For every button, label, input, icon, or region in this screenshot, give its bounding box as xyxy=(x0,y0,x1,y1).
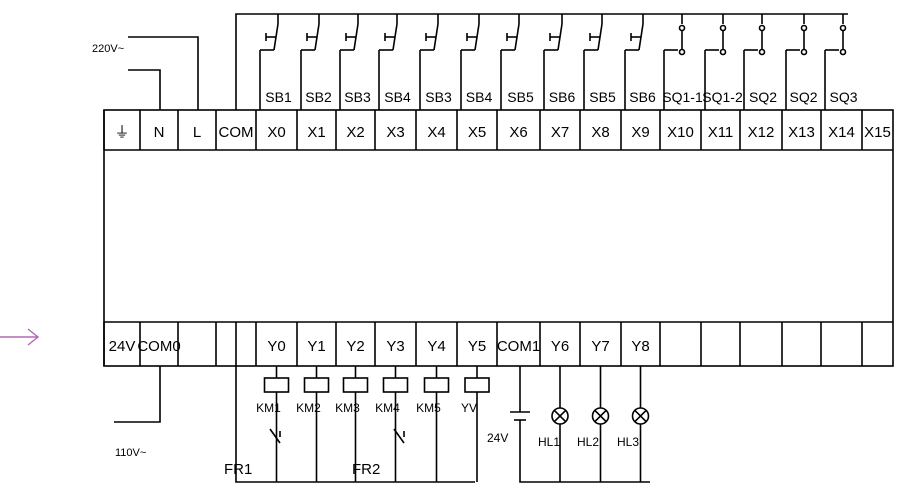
terminal-bottom-6: Y2 xyxy=(346,338,364,355)
lamp-2 xyxy=(631,366,650,482)
input-device-label-13: SQ2 xyxy=(789,89,817,105)
terminal-bottom-8: Y4 xyxy=(427,338,445,355)
terminal-top-11: X7 xyxy=(551,124,569,141)
input-switch-11: SQ1-2 xyxy=(702,14,743,110)
terminal-top-7: X3 xyxy=(386,124,404,141)
input-switch-4: SB3 xyxy=(419,14,452,110)
output-device-label-1: KM2 xyxy=(296,401,321,415)
input-common-wire xyxy=(235,13,848,110)
terminal-bottom-1: COM0 xyxy=(137,338,180,355)
input-device-label-9: SB6 xyxy=(629,89,656,105)
arrow-icon xyxy=(0,328,40,346)
terminal-top-8: X4 xyxy=(427,124,445,141)
overload-fr1: FR1 xyxy=(224,461,252,478)
terminal-top-18: X14 xyxy=(828,124,855,141)
input-device-label-10: SQ1-1 xyxy=(662,89,703,105)
output-coil-2: KM3 xyxy=(335,366,369,482)
terminal-top-3: COM xyxy=(219,124,254,141)
terminal-top-13: X9 xyxy=(631,124,649,141)
input-switch-1: SB2 xyxy=(300,14,332,110)
output-coil-1: KM2 xyxy=(296,366,330,482)
input-device-label-0: SB1 xyxy=(265,89,292,105)
output-common-wiring xyxy=(235,322,650,483)
input-device-label-11: SQ1-2 xyxy=(702,89,743,105)
input-device-label-14: SQ3 xyxy=(829,89,857,105)
plc-body xyxy=(103,109,894,367)
terminal-top-17: X13 xyxy=(788,124,815,141)
terminal-top-9: X5 xyxy=(468,124,486,141)
terminal-top-5: X1 xyxy=(307,124,325,141)
terminal-top-19: X15 xyxy=(864,124,891,141)
input-switch-6: SB5 xyxy=(500,14,534,110)
input-device-label-5: SB4 xyxy=(466,89,493,105)
input-switch-5: SB4 xyxy=(460,14,493,110)
terminal-top-1: N xyxy=(154,124,165,141)
input-device-label-1: SB2 xyxy=(305,89,332,105)
lamp-label-hl3: HL3 xyxy=(617,435,639,449)
lamp-label-hl1: HL1 xyxy=(538,435,560,449)
terminal-top-14: X10 xyxy=(667,124,694,141)
terminal-top-15: X11 xyxy=(708,124,734,141)
dc-source-label: 24V xyxy=(487,431,508,445)
terminal-bottom-12: Y7 xyxy=(591,338,609,355)
terminal-top-0: ⏚ xyxy=(114,124,129,141)
input-device-label-7: SB6 xyxy=(549,89,576,105)
input-switch-12: SQ2 xyxy=(743,14,777,110)
input-device-label-4: SB3 xyxy=(425,89,452,105)
output-device-label-4: KM5 xyxy=(416,401,441,415)
supply-wiring xyxy=(114,36,199,423)
input-device-label-8: SB5 xyxy=(589,89,616,105)
terminal-bottom-4: Y0 xyxy=(267,338,285,355)
overload-contact-0 xyxy=(269,428,281,444)
terminal-bottom-9: Y5 xyxy=(468,338,486,355)
dc-source: 24V xyxy=(487,405,530,445)
input-device-label-3: SB4 xyxy=(384,89,411,105)
output-coil-3: KM4 xyxy=(375,366,409,482)
input-switch-3: SB4 xyxy=(378,14,411,110)
terminal-top-4: X0 xyxy=(267,124,285,141)
terminal-top-6: X2 xyxy=(346,124,364,141)
terminal-top-2: L xyxy=(193,124,201,141)
terminal-top-16: X12 xyxy=(748,124,775,141)
output-device-label-0: KM1 xyxy=(256,401,281,415)
output-coil-0: KM1 xyxy=(256,366,290,482)
output-coil-4: KM5 xyxy=(416,366,450,482)
supply-bottom-label: 110V~ xyxy=(115,447,146,459)
terminal-bottom-7: Y3 xyxy=(386,338,404,355)
terminal-top-10: X6 xyxy=(509,124,527,141)
input-switch-9: SB6 xyxy=(624,14,656,110)
lamp-1 xyxy=(591,366,610,482)
input-switch-14: SQ3 xyxy=(824,14,858,110)
input-switch-7: SB6 xyxy=(543,14,576,110)
output-device-label-5: YV xyxy=(461,401,477,415)
output-device-label-3: KM4 xyxy=(375,401,400,415)
supply-top-label: 220V~ xyxy=(92,43,124,55)
output-device-label-2: KM3 xyxy=(335,401,360,415)
input-switch-13: SQ2 xyxy=(785,14,818,110)
terminal-bottom-11: Y6 xyxy=(551,338,569,355)
input-device-label-12: SQ2 xyxy=(749,89,777,105)
overload-contact-1 xyxy=(393,428,405,444)
terminal-bottom-13: Y8 xyxy=(631,338,649,355)
input-switch-0: SB1 xyxy=(259,14,292,110)
input-switch-8: SB5 xyxy=(583,14,616,110)
output-devices: KM1 KM2 KM3 KM4 KM5 YV xyxy=(256,366,650,482)
input-switch-10: SQ1-1 xyxy=(662,14,703,110)
input-switch-2: SB3 xyxy=(339,14,371,110)
overload-fr2: FR2 xyxy=(352,461,380,478)
output-coil-5: YV xyxy=(461,366,490,482)
terminal-top-12: X8 xyxy=(591,124,609,141)
top-terminal-row: ⏚ N L COM X0 X1 X2 X3 X4 X5 X6 X7 X8 X9 X10 X11 X12 X13 X1… xyxy=(103,110,891,150)
input-device-label-2: SB3 xyxy=(344,89,371,105)
lamp-label-hl2: HL2 xyxy=(577,435,599,449)
terminal-bottom-5: Y1 xyxy=(307,338,325,355)
terminal-bottom-0: 24V xyxy=(109,338,136,355)
terminal-bottom-10: COM1 xyxy=(497,338,540,355)
lamp-0 xyxy=(551,366,569,482)
input-device-label-6: SB5 xyxy=(507,89,534,105)
